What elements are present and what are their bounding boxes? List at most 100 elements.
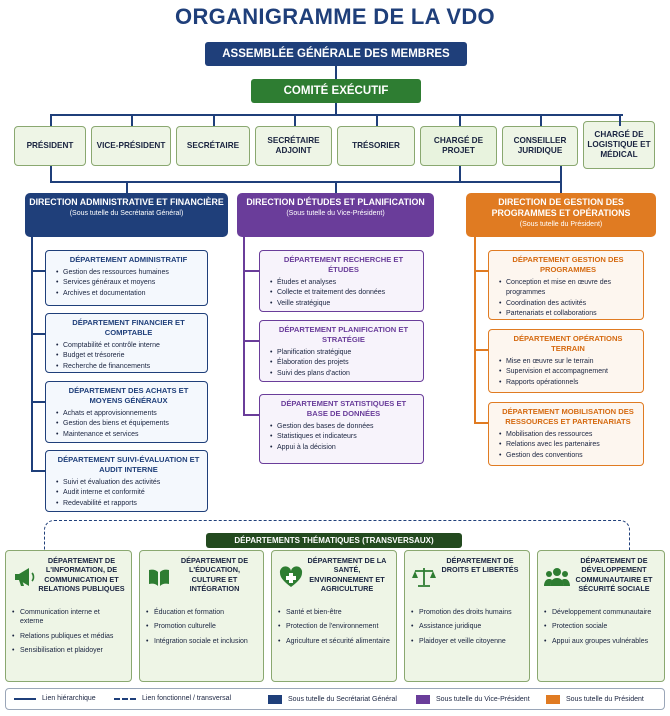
legend-item-vp: Sous tutelle du Vice-Président [416, 695, 530, 704]
department-title: DÉPARTEMENT GESTION DES PROGRAMMES [512, 255, 624, 274]
role-box-2: SECRÉTAIRE [176, 126, 250, 166]
page-title: ORGANIGRAMME DE LA VDO [175, 4, 495, 29]
list-item: Budget et trésorerie [56, 351, 201, 362]
list-item: Gestion des conventions [499, 451, 637, 462]
role-box-0: PRÉSIDENT [14, 126, 86, 166]
department-list: Planification stratégiqueÉlaboration des… [270, 348, 417, 380]
thematic-banner: DÉPARTEMENTS THÉMATIQUES (TRANSVERSAUX) [206, 533, 462, 548]
connector [474, 237, 476, 422]
role-box-3: SECRÉTAIRE ADJOINT [255, 126, 332, 166]
list-item: Agriculture et sécurité alimentaire [278, 637, 390, 647]
megaphone-icon [12, 564, 38, 590]
department-list: Achats et approvisionnementsGestion des … [56, 409, 201, 441]
list-item: Promotion culturelle [146, 622, 257, 632]
list-item: Archives et documentation [56, 289, 201, 300]
legend-item-pres: Sous tutelle du Président [546, 695, 644, 704]
connector [131, 114, 133, 126]
department-list: Mise en œuvre sur le terrainSupervision … [499, 357, 637, 389]
connector [293, 114, 296, 126]
legend-item-hier: Lien hiérarchique [14, 695, 96, 702]
department-box: DÉPARTEMENT PLANIFICATION ET STRATÉGIEPl… [259, 320, 424, 382]
thematic-title: DÉPARTEMENT DE L'INFORMATION, DE COMMUNI… [38, 556, 125, 594]
scales-icon [411, 564, 437, 590]
connector [31, 401, 45, 403]
thematic-header: DÉPARTEMENT DE L'INFORMATION, DE COMMUNI… [12, 556, 125, 602]
list-item: Maintenance et services [56, 430, 201, 441]
transversal-frame [44, 520, 630, 550]
list-item: Partenariats et collaborations [499, 309, 637, 320]
list-item: Suivi et évaluation des activités [56, 478, 201, 489]
list-item: Services généraux et moyens [56, 278, 201, 289]
department-box: DÉPARTEMENT ADMINISTRATIFGestion des res… [45, 250, 208, 306]
department-list: Suivi et évaluation des activitésAudit i… [56, 478, 201, 510]
role-box-4: TRÉSORIER [337, 126, 415, 166]
direction-subtitle: (Sous tutelle du Président) [519, 220, 603, 228]
department-box: DÉPARTEMENT GESTION DES PROGRAMMES Concep… [488, 250, 644, 320]
legend-item-sg: Sous tutelle du Secrétariat Général [268, 695, 397, 704]
role-box-1: VICE-PRÉSIDENT [91, 126, 171, 166]
list-item: Coordination des activités [499, 299, 637, 310]
list-item: Protection sociale [544, 622, 658, 632]
thematic-title: DÉPARTEMENT DE LA SANTÉ, ENVIRONNEMENT E… [307, 556, 387, 594]
list-item: Supervision et accompagnement [499, 367, 637, 378]
list-item: Promotion des droits humains [411, 608, 523, 618]
role-box-7: CHARGÉ DE LOGISTIQUE ET MÉDICAL [583, 121, 655, 169]
connector [560, 166, 562, 193]
thematic-list: Éducation et formationPromotion culturel… [146, 608, 257, 647]
department-title: DÉPARTEMENT FINANCIER ET COMPTABLE [72, 318, 185, 337]
department-box: DÉPARTEMENT STATISTIQUES ET BASE DE DONN… [259, 394, 424, 464]
department-list: Gestion des bases de donnéesStatistiques… [270, 422, 417, 454]
thematic-header: DÉPARTEMENT DE DROITS ET LIBERTÉS [411, 556, 523, 602]
department-list: Gestion des ressources humainesServices … [56, 268, 201, 300]
list-item: Gestion des bases de données [270, 422, 417, 433]
thematic-list: Développement communautaireProtection so… [544, 608, 658, 647]
list-item: Comptabilité et contrôle interne [56, 341, 201, 352]
thematic-department-box: DÉPARTEMENT DE DÉVELOPPEMENT COMMUNAUTAI… [537, 550, 665, 682]
thematic-list: Santé et bien-êtreProtection de l'enviro… [278, 608, 390, 647]
list-item: Redevabilité et rapports [56, 499, 201, 510]
department-title: DÉPARTEMENT MOBILISATION DES RESSOURCES … [502, 407, 634, 426]
thematic-department-box: DÉPARTEMENT DE L'INFORMATION, DE COMMUNI… [5, 550, 132, 682]
department-box: DÉPARTEMENT RECHERCHE ET ÉTUDESÉtudes et… [259, 250, 424, 312]
department-title: DÉPARTEMENT SUIVI-ÉVALUATION ET AUDIT IN… [57, 455, 200, 474]
list-item: Appui aux groupes vulnérables [544, 637, 658, 647]
thematic-department-box: DÉPARTEMENT DE DROITS ET LIBERTÉS Promoti… [404, 550, 530, 682]
list-item: Sensibilisation et plaidoyer [12, 646, 125, 656]
thematic-header: DÉPARTEMENT DE LA SANTÉ, ENVIRONNEMENT E… [278, 556, 390, 602]
connector [31, 237, 33, 470]
committee-box: COMITÉ EXÉCUTIF [251, 79, 421, 103]
list-item: Audit interne et conformité [56, 488, 201, 499]
connector [50, 114, 623, 116]
list-item: Études et analyses [270, 278, 417, 289]
thematic-title: DÉPARTEMENT DE DROITS ET LIBERTÉS [441, 556, 519, 575]
list-item: Planification stratégique [270, 348, 417, 359]
list-item: Mise en œuvre sur le terrain [499, 357, 637, 368]
list-item: Conception et mise en œuvre des programm… [499, 278, 637, 299]
connector [126, 181, 128, 193]
department-box: DÉPARTEMENT SUIVI-ÉVALUATION ET AUDIT IN… [45, 450, 208, 512]
list-item: Gestion des biens et équipements [56, 419, 201, 430]
list-item: Achats et approvisionnements [56, 409, 201, 420]
list-item: Intégration sociale et inclusion [146, 637, 257, 647]
connector [619, 114, 621, 126]
connector [243, 414, 259, 416]
thematic-department-box: DÉPARTEMENT DE LA SANTÉ, ENVIRONNEMENT E… [271, 550, 397, 682]
department-list: Études et analysesCollecte et traitement… [270, 278, 417, 310]
thematic-title: DÉPARTEMENT DE L'ÉDUCATION, CULTURE ET I… [180, 556, 249, 594]
department-list: Mobilisation des ressourcesRelations ave… [499, 430, 637, 462]
connector [31, 470, 45, 472]
direction-title: DIRECTION ADMINISTRATIVE ET FINANCIÈRE [29, 197, 224, 207]
list-item: Santé et bien-être [278, 608, 390, 618]
thematic-title: DÉPARTEMENT DE DÉVELOPPEMENT COMMUNAUTAI… [575, 556, 653, 594]
list-item: Protection de l'environnement [278, 622, 390, 632]
list-item: Appui à la décision [270, 443, 417, 454]
connector [335, 181, 337, 193]
department-title: DÉPARTEMENT OPÉRATIONS TERRAIN [513, 334, 623, 353]
health-cross-icon [278, 564, 304, 590]
department-title: DÉPARTEMENT DES ACHATS ET MOYENS GÉNÉRAU… [68, 386, 189, 405]
role-box-6: CONSEILLER JURIDIQUE [502, 126, 578, 166]
thematic-department-box: DÉPARTEMENT DE L'ÉDUCATION, CULTURE ET I… [139, 550, 264, 682]
direction-subtitle: (Sous tutelle du Secrétariat Général) [69, 209, 184, 217]
connector [243, 270, 259, 272]
list-item: Gestion des ressources humaines [56, 268, 201, 279]
